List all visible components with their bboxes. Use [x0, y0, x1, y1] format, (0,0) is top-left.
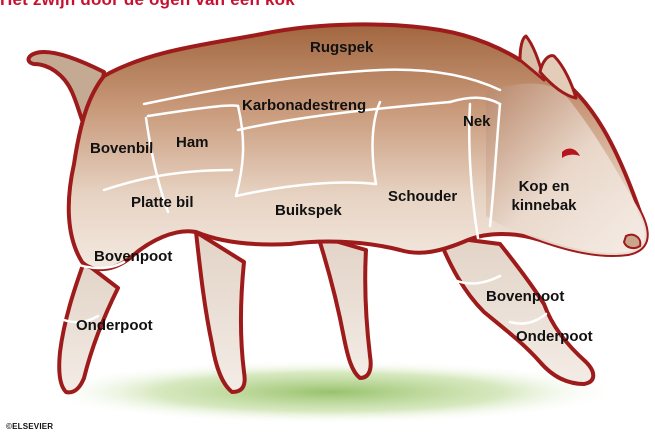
- grass-shadow: [40, 360, 620, 424]
- snout-shape: [624, 235, 640, 248]
- label-buikspek: Buikspek: [275, 201, 342, 220]
- label-karbonadestreng: Karbonadestreng: [242, 96, 366, 115]
- label-ham: Ham: [176, 133, 209, 152]
- label-nek: Nek: [463, 112, 491, 131]
- label-schouder: Schouder: [388, 187, 457, 206]
- label-platte-bil: Platte bil: [131, 193, 194, 212]
- label-rugspek: Rugspek: [310, 38, 373, 57]
- label-bovenpoot-achter: Bovenpoot: [94, 247, 172, 266]
- label-kop-en-kinnebak: Kop en kinnebak: [506, 177, 582, 215]
- page-title: Het zwijn door de ogen van een kok: [0, 0, 295, 10]
- label-bovenpoot-voor: Bovenpoot: [486, 287, 564, 306]
- fore-leg-front: [438, 236, 593, 384]
- fore-leg-back: [318, 236, 371, 378]
- label-onderpoot-voor: Onderpoot: [516, 327, 593, 346]
- label-kop-en-kinnebak-text: Kop en kinnebak: [511, 178, 576, 214]
- label-bovenbil: Bovenbil: [90, 139, 153, 158]
- label-onderpoot-achter: Onderpoot: [76, 316, 153, 335]
- copyright-credit: ©ELSEVIER: [6, 422, 53, 431]
